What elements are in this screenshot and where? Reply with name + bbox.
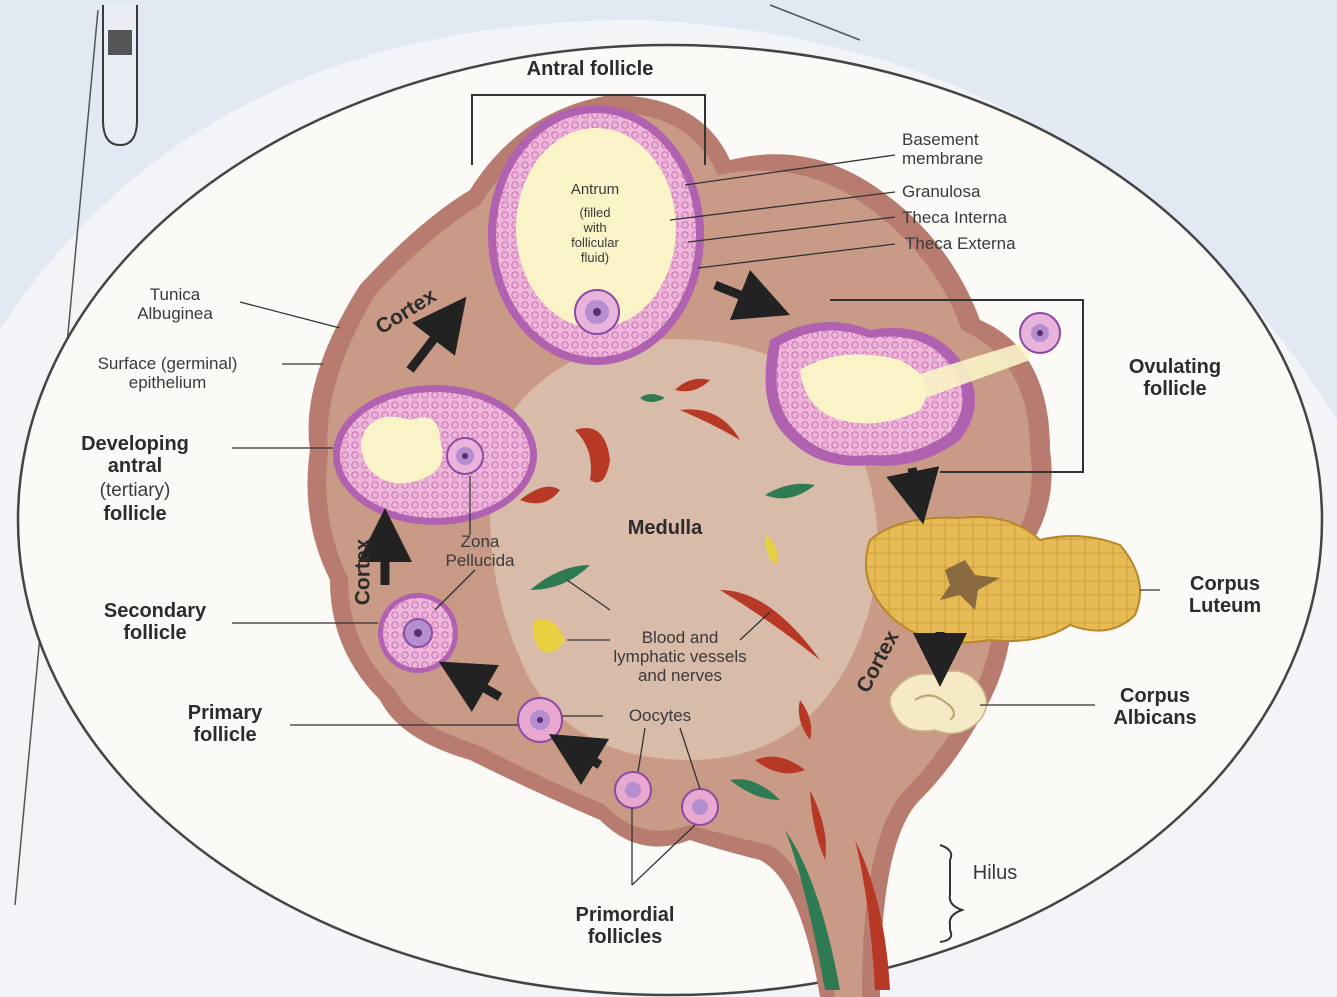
corpus-albicans <box>890 671 986 733</box>
label-medulla: Medulla <box>600 517 730 539</box>
label-basement-membrane: Basement membrane <box>902 130 1102 168</box>
primary-follicle <box>518 698 562 742</box>
label-corpus-albicans: Corpus Albicans <box>1085 685 1225 729</box>
label-secondary-follicle: Secondary follicle <box>65 600 245 644</box>
label-granulosa: Granulosa <box>902 182 1102 201</box>
label-primordial-follicles: Primordial follicles <box>530 904 720 948</box>
label-antrum-note: (filled with follicular fluid) <box>540 205 650 265</box>
label-antral-follicle: Antral follicle <box>480 58 700 80</box>
label-cortex-left: Cortex <box>351 539 375 606</box>
label-oocytes: Oocytes <box>605 706 715 725</box>
label-follicle: follicle <box>40 503 230 525</box>
label-surface-epithelium: Surface (germinal) epithelium <box>55 354 280 392</box>
label-primary-follicle: Primary follicle <box>160 702 290 746</box>
label-ovulating-follicle: Ovulating follicle <box>1095 356 1255 400</box>
label-antrum: Antrum <box>535 180 655 199</box>
label-theca-externa: Theca Externa <box>905 234 1105 253</box>
label-blood-vessels: Blood and lymphatic vessels and nerves <box>580 628 780 685</box>
label-zona-pellucida: Zona Pellucida <box>420 532 540 570</box>
label-hilus: Hilus <box>960 864 1030 883</box>
label-theca-interna: Theca Interna <box>902 208 1102 227</box>
secondary-follicle <box>378 593 458 673</box>
tube-icon <box>103 5 137 145</box>
label-tunica-albuginea: Tunica Albuginea <box>110 285 240 323</box>
label-corpus-luteum: Corpus Luteum <box>1160 573 1290 617</box>
label-tertiary: (tertiary) <box>40 480 230 501</box>
label-developing-antral: Developing antral <box>40 433 230 477</box>
developing-antral-follicle <box>333 385 537 525</box>
